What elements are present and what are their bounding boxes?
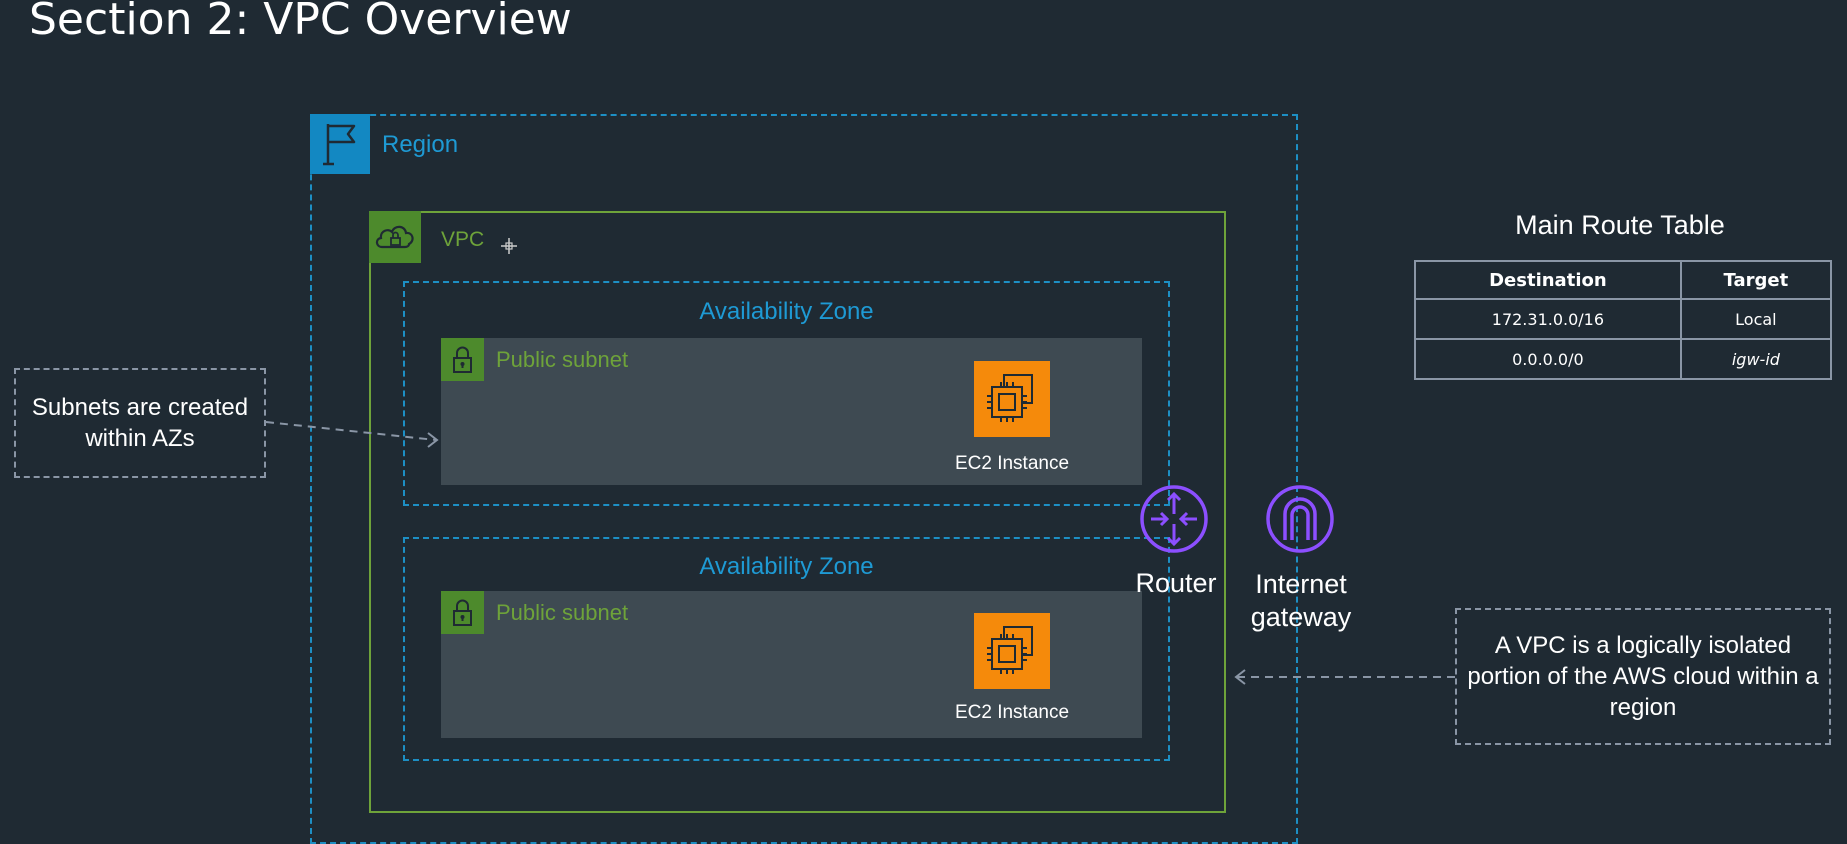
route-target: igw-id xyxy=(1679,338,1833,380)
callout-subnets-text: Subnets are created within AZs xyxy=(31,394,249,452)
callout-subnets: Subnets are created within AZs xyxy=(14,368,266,478)
lock-icon xyxy=(441,338,484,381)
slide-title: Section 2: VPC Overview xyxy=(29,0,572,45)
flag-icon xyxy=(310,114,370,174)
availability-zone-1 xyxy=(403,281,1170,506)
router-label: Router xyxy=(1135,568,1217,598)
column-header-target: Target xyxy=(1679,260,1833,300)
cloud-lock-icon xyxy=(369,211,421,263)
ec2-label-2: EC2 Instance xyxy=(954,702,1070,723)
callout-vpc: A VPC is a logically isolated portion of… xyxy=(1455,608,1831,745)
az-label-1: Availability Zone xyxy=(699,298,874,325)
table-header-row: Destination Target xyxy=(1414,260,1833,300)
route-table-title: Main Route Table xyxy=(1515,210,1725,240)
route-destination: 0.0.0.0/0 xyxy=(1414,338,1682,380)
route-destination: 172.31.0.0/16 xyxy=(1414,298,1682,340)
region-label: Region xyxy=(382,131,459,158)
route-target: Local xyxy=(1679,298,1833,340)
router-icon xyxy=(1139,484,1209,554)
chip-icon xyxy=(974,613,1050,689)
column-header-destination: Destination xyxy=(1414,260,1682,300)
subnet-label-2: Public subnet xyxy=(496,600,629,625)
internet-gateway-label: Internet gateway xyxy=(1250,569,1352,632)
table-row: 172.31.0.0/16 Local xyxy=(1414,298,1833,340)
ec2-label-1: EC2 Instance xyxy=(954,453,1070,474)
cursor-icon xyxy=(500,237,518,255)
arrow-head-subnet xyxy=(427,432,439,448)
route-table: Destination Target 172.31.0.0/16 Local 0… xyxy=(1414,260,1833,380)
arrow-to-subnet xyxy=(265,421,437,441)
lock-icon xyxy=(441,591,484,634)
arrow-head-vpc xyxy=(1234,669,1246,685)
callout-vpc-text: A VPC is a logically isolated portion of… xyxy=(1467,632,1819,721)
gateway-icon xyxy=(1265,484,1335,554)
availability-zone-2 xyxy=(403,537,1170,761)
table-row: 0.0.0.0/0 igw-id xyxy=(1414,338,1833,380)
subnet-label-1: Public subnet xyxy=(496,347,629,372)
chip-icon xyxy=(974,361,1050,437)
vpc-container xyxy=(369,211,1226,813)
vpc-label: VPC xyxy=(441,228,485,251)
az-label-2: Availability Zone xyxy=(699,553,874,580)
